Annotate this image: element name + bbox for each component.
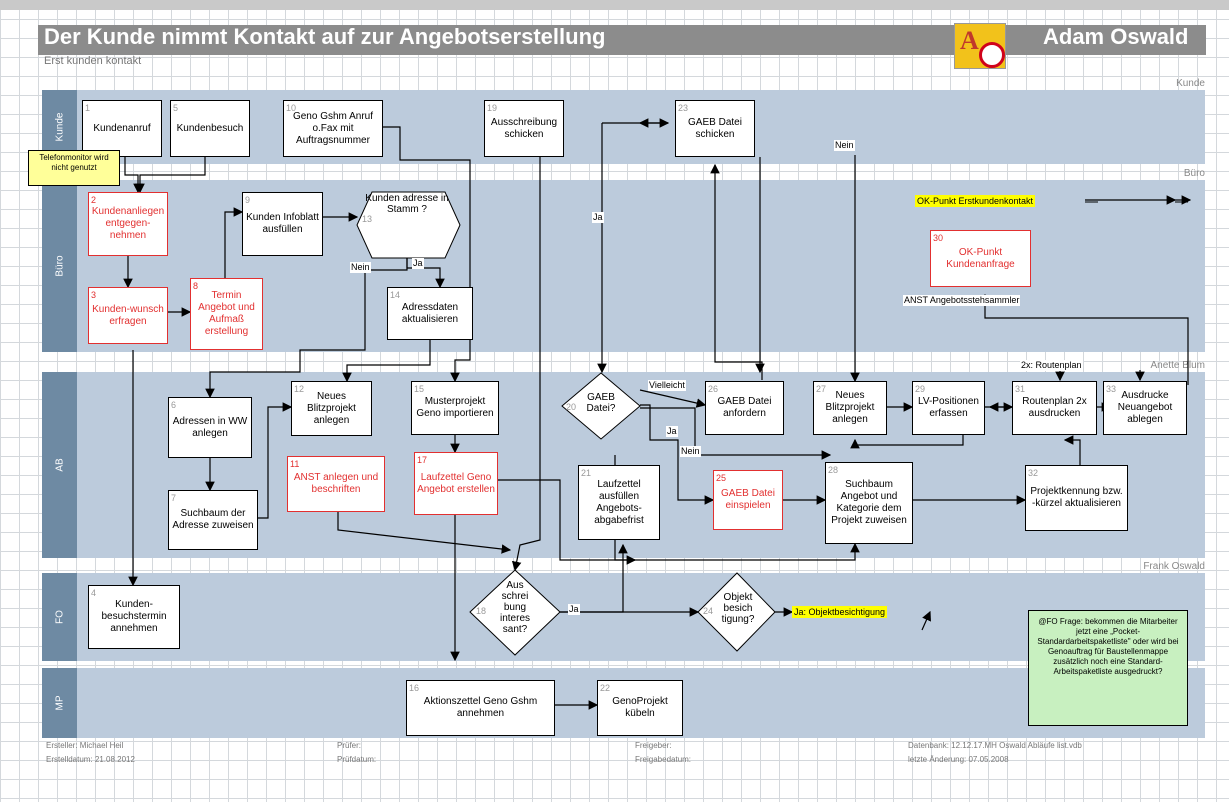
label-anst-sammler: ANST Angebotsstehsammler: [903, 295, 1021, 306]
label-nein-20: Nein: [680, 446, 701, 457]
label-ja-18: Ja: [568, 604, 580, 615]
lane-name-ab: Anette Blum: [1150, 360, 1205, 371]
lane-label-ab: AB: [42, 372, 77, 558]
decision-20-num: 20: [566, 402, 577, 412]
lane-name-kunde: Kunde: [1176, 78, 1205, 89]
lane-label-fo: FO: [42, 573, 77, 661]
label-nein-13: Nein: [350, 262, 371, 273]
footer-erstelldatum: Erstelldatum: 21.08.2012: [46, 755, 135, 764]
footer-row-1: Ersteller: Michael Heil Prüfer: Freigebe…: [42, 740, 1205, 752]
decision-objekt[interactable]: Objekt besich tigung?: [721, 592, 755, 625]
lane-label-mp: MP: [42, 668, 77, 738]
footer-aenderung: letzte Änderung: 07.05.2008: [908, 755, 1009, 764]
decision-gaeb-datei[interactable]: GAEB Datei?: [586, 392, 616, 414]
footer-ersteller: Ersteller: Michael Heil: [46, 741, 124, 750]
footer-freigabedatum: Freigabedatum:: [635, 755, 692, 764]
label-routenplan: 2x: Routenplan: [1020, 360, 1083, 371]
footer-row-2: Erstelldatum: 21.08.2012 Prüfdatum: Frei…: [42, 754, 1205, 766]
footer-pruefer: Prüfer:: [337, 741, 362, 750]
decision-13-num: 13: [362, 214, 373, 224]
label-ja-20: Ja: [666, 426, 678, 437]
lane-label-buero: Büro: [42, 180, 77, 352]
note-fo-frage: @FO Frage: bekommen die Mitarbeiter jetz…: [1028, 610, 1188, 726]
note-telefonmonitor: Telefonmonitor wird nicht genutzt: [28, 150, 120, 186]
window-top-bar: [0, 0, 1229, 10]
footer-datenbank: Datenbank: 12.12.17.MH Oswald Abläufe li…: [908, 741, 1082, 750]
objektbesichtigung-highlight: Ja: Objektbesichtigung: [792, 606, 888, 618]
lane-name-buero: Büro: [1183, 168, 1205, 179]
decision-18-num: 18: [476, 606, 487, 616]
page-title: Der Kunde nimmt Kontakt auf zur Angebots…: [44, 24, 606, 49]
label-vielleicht: Vielleicht: [648, 380, 686, 391]
lane-name-fo: Frank Oswald: [1143, 561, 1205, 572]
title-bar: [38, 25, 1206, 55]
footer-freigeber: Freigeber:: [635, 741, 672, 750]
decision-kunden-stamm[interactable]: Kunden adresse in Stamm ?: [365, 193, 449, 215]
logo-ring-icon: [979, 42, 1005, 68]
label-ja-13: Ja: [412, 258, 424, 269]
decision-24-num: 24: [703, 606, 714, 616]
ok-punkt-erstkunde-highlight: OK-Punkt Erstkundenkontakt: [915, 195, 1036, 207]
logo-letter: A: [960, 26, 979, 55]
company-logo: A: [954, 23, 1006, 69]
decision-ausschreibung[interactable]: Aus schrei bung interes sant?: [499, 580, 530, 635]
page-subtitle: Erst kunden kontakt: [44, 55, 142, 67]
author-name: Adam Oswald: [1043, 24, 1189, 49]
label-nein-23: Nein: [834, 140, 855, 151]
footer-pruefdatum: Prüfdatum:: [337, 755, 377, 764]
label-ja-23: Ja: [592, 212, 604, 223]
